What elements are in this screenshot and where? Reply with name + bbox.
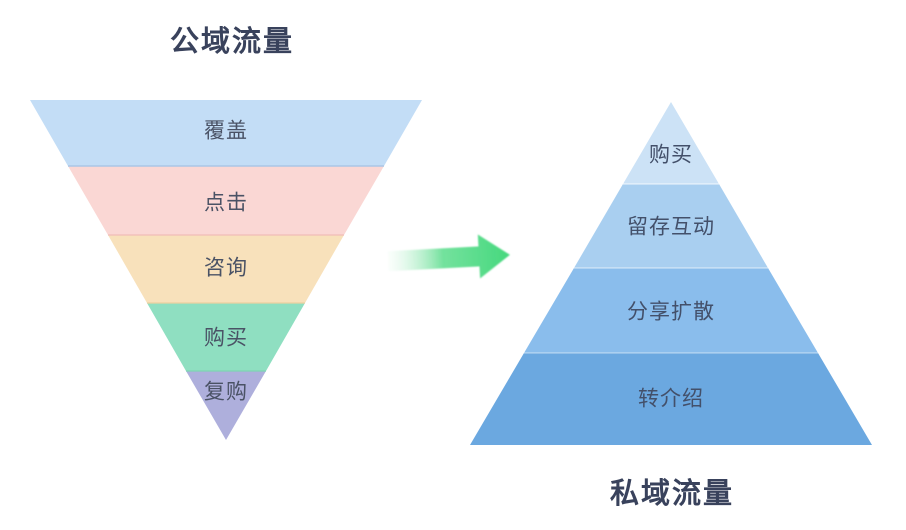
funnel-layer-coverage (30, 100, 422, 166)
pyramid-layer-purchase (623, 102, 719, 184)
funnel-label-click: 点击 (204, 192, 248, 215)
funnel-label-repurchase: 复购 (204, 381, 248, 404)
pyramid-layer-share (524, 268, 818, 353)
flow-arrow (387, 234, 510, 279)
public-funnel: 公域流量 覆盖 点击 咨询 购买 复购 (30, 25, 422, 440)
pyramid-layer-referral (470, 353, 872, 445)
funnel-layer-inquiry (108, 235, 344, 303)
private-pyramid-title: 私域流量 (610, 477, 734, 510)
funnel-label-inquiry: 咨询 (204, 257, 248, 280)
pyramid-label-purchase: 购买 (649, 144, 693, 167)
funnel-label-purchase: 购买 (204, 327, 248, 350)
funnel-label-coverage: 覆盖 (204, 120, 248, 143)
funnel-layer-click (68, 166, 384, 235)
funnel-layer-repurchase (186, 371, 266, 440)
pyramid-label-referral: 转介绍 (638, 388, 704, 411)
public-funnel-title: 公域流量 (170, 25, 294, 58)
funnel-layer-purchase (147, 303, 305, 371)
pyramid-label-share: 分享扩散 (627, 301, 715, 324)
pyramid-layer-retention (574, 184, 768, 268)
private-pyramid: 购买 留存互动 分享扩散 转介绍 私域流量 (470, 102, 872, 510)
right-arrow-icon (387, 234, 510, 279)
pyramid-label-retention: 留存互动 (627, 216, 715, 239)
